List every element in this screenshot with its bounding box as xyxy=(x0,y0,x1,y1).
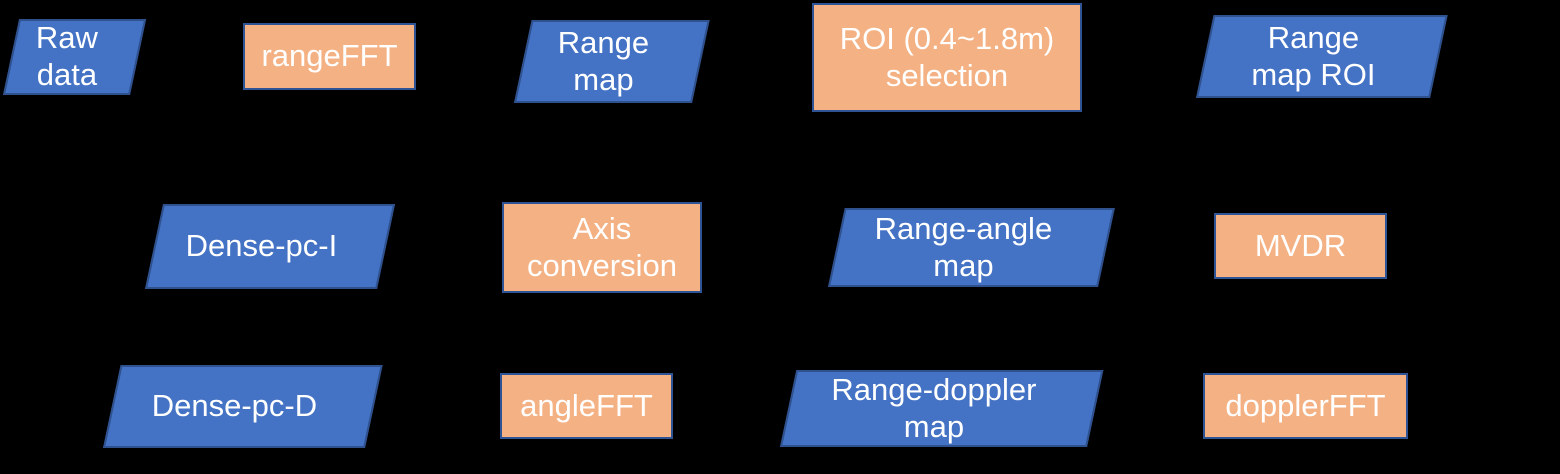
node-range-doppler-map: Range-doppler map xyxy=(780,370,1104,447)
node-dense-pc-i: Dense-pc-I xyxy=(145,204,396,289)
node-angle-fft-label: angleFFT xyxy=(520,387,653,423)
node-axis-conversion: Axis conversion xyxy=(502,202,702,293)
node-range-angle-map-label: Range-angle map xyxy=(874,210,1053,283)
node-range-fft: rangeFFT xyxy=(243,23,416,90)
node-doppler-fft-label: dopplerFFT xyxy=(1225,387,1386,423)
node-range-map-roi: Range map ROI xyxy=(1196,15,1448,98)
node-mvdr: MVDR xyxy=(1214,213,1387,279)
node-roi-selection: ROI (0.4~1.8m) selection xyxy=(812,3,1082,112)
node-range-map: Range map xyxy=(514,20,710,103)
node-mvdr-label: MVDR xyxy=(1254,227,1347,263)
node-range-doppler-map-label: Range-doppler map xyxy=(831,371,1037,444)
node-axis-conversion-label: Axis conversion xyxy=(527,210,677,283)
node-raw-data-label: Raw data xyxy=(35,20,98,92)
node-dense-pc-i-label: Dense-pc-I xyxy=(185,228,338,264)
node-raw-data: Raw data xyxy=(3,19,147,95)
node-range-map-label: Range map xyxy=(557,24,650,97)
node-dense-pc-d-label: Dense-pc-D xyxy=(151,388,318,424)
node-range-angle-map: Range-angle map xyxy=(828,208,1115,287)
node-roi-selection-label: ROI (0.4~1.8m) selection xyxy=(839,20,1055,93)
node-dense-pc-d: Dense-pc-D xyxy=(103,365,383,448)
node-doppler-fft: dopplerFFT xyxy=(1203,373,1408,439)
node-range-map-roi-label: Range map ROI xyxy=(1251,19,1376,92)
node-range-fft-label: rangeFFT xyxy=(261,38,398,74)
node-angle-fft: angleFFT xyxy=(500,373,673,439)
